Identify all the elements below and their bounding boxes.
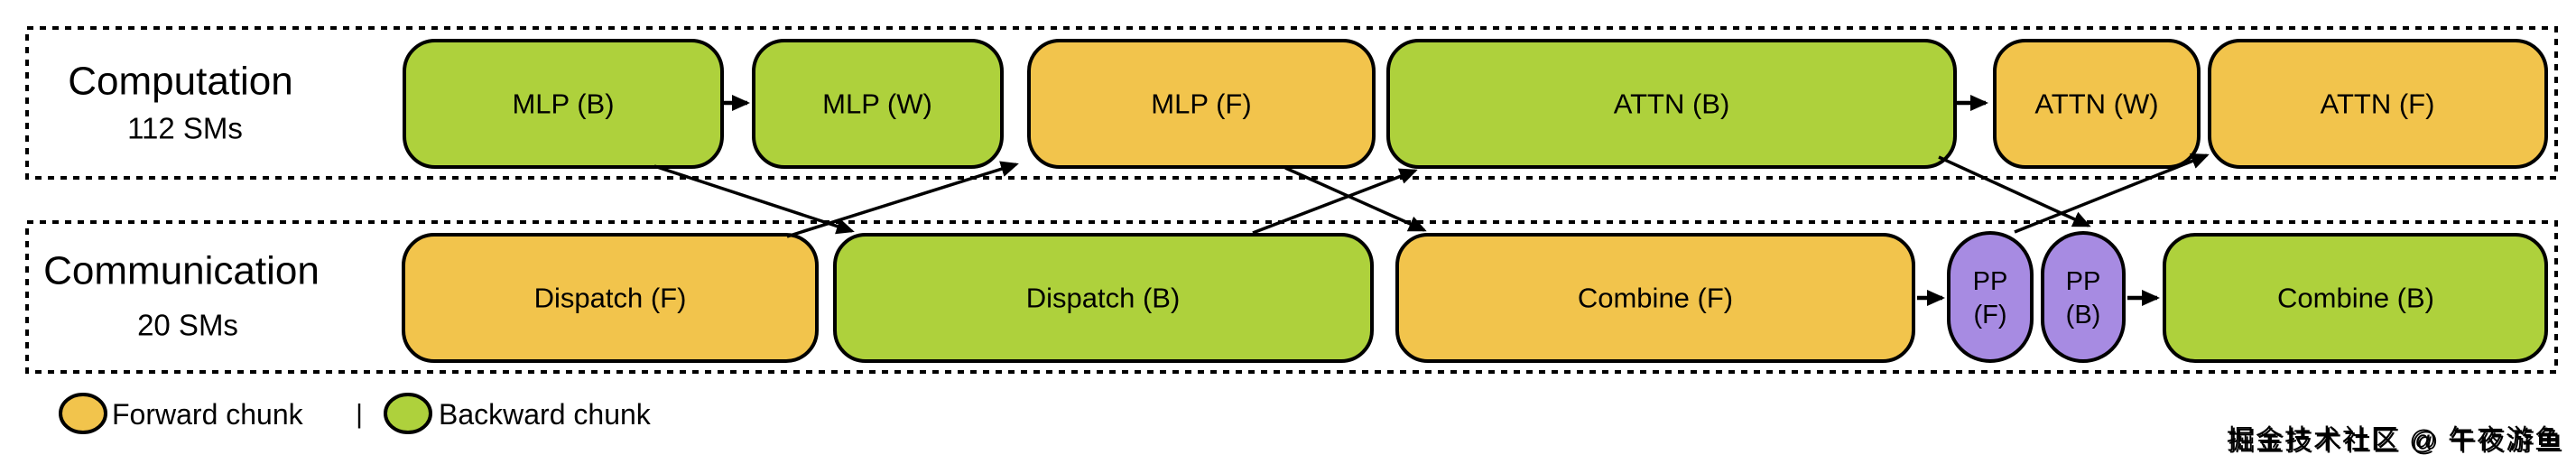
box-combine-b-label: Combine (B)	[2277, 283, 2434, 314]
box-attn-w-label: ATTN (W)	[2034, 88, 2158, 120]
arrow-dispatchb-to-attnb	[1252, 168, 1418, 235]
box-pp-b-label-line2: (B)	[2066, 301, 2101, 329]
computation-band-border	[25, 26, 2558, 180]
box-dispatch-f-label: Dispatch (F)	[534, 283, 687, 314]
arrow-ppf-to-attnf	[2014, 153, 2210, 234]
box-mlp-f: MLP (F)	[1027, 39, 1376, 169]
box-mlp-w-label: MLP (W)	[822, 88, 932, 120]
box-combine-b: Combine (B)	[2163, 233, 2548, 363]
communication-band-sms: 20 SMs	[137, 309, 238, 342]
box-pp-f-shape	[1947, 231, 2034, 363]
box-dispatch-f: Dispatch (F)	[402, 233, 819, 363]
box-attn-b: ATTN (B)	[1386, 39, 1957, 169]
legend: Forward chunk | Backward chunk	[59, 393, 652, 434]
arrow-attnb-to-ppb	[1938, 155, 2091, 227]
box-pp-f-label-line2: (F)	[1973, 301, 2006, 329]
box-dispatch-f-shape	[402, 233, 819, 363]
box-mlp-b-shape	[403, 39, 724, 169]
legend-backward-swatch	[384, 393, 432, 434]
arrow-dispatchf-to-mlpf	[786, 161, 1019, 238]
legend-forward-label: Forward chunk	[112, 398, 304, 431]
box-mlp-w: MLP (W)	[752, 39, 1004, 169]
watermark-shadow: 掘金技术社区 @ 午夜游鱼	[2229, 427, 2565, 457]
box-pp-b-label-line1: PP	[2066, 267, 2101, 296]
box-attn-w: ATTN (W)	[1993, 39, 2201, 169]
box-combine-f-label: Combine (F)	[1578, 283, 1733, 314]
box-attn-f: ATTN (F)	[2208, 39, 2548, 169]
box-dispatch-b: Dispatch (B)	[833, 233, 1374, 363]
box-combine-f: Combine (F)	[1395, 233, 1915, 363]
box-combine-b-shape	[2163, 233, 2548, 363]
box-attn-f-label: ATTN (F)	[2321, 88, 2435, 120]
box-mlp-b: MLP (B)	[403, 39, 724, 169]
arrow-mlpb-to-dispatchb	[653, 164, 855, 235]
box-pp-f: PP (F)	[1947, 231, 2034, 363]
box-dispatch-b-label: Dispatch (B)	[1026, 283, 1181, 314]
box-attn-f-shape	[2208, 39, 2548, 169]
box-mlp-b-label: MLP (B)	[512, 88, 614, 120]
box-pp-f-label-line1: PP	[1973, 267, 2008, 296]
arrow-mlpf-to-combinef	[1284, 166, 1427, 232]
box-dispatch-b-shape	[833, 233, 1374, 363]
box-mlp-f-label: MLP (F)	[1151, 88, 1251, 120]
box-combine-f-shape	[1395, 233, 1915, 363]
legend-separator: |	[356, 400, 363, 430]
box-attn-w-shape	[1993, 39, 2201, 169]
communication-band-title: Communication	[43, 249, 320, 293]
box-mlp-w-shape	[752, 39, 1004, 169]
legend-forward-swatch	[59, 393, 107, 434]
communication-band-border	[25, 220, 2558, 374]
legend-backward-label: Backward chunk	[439, 398, 652, 431]
box-attn-b-label: ATTN (B)	[1614, 88, 1730, 120]
watermark-text: 掘金技术社区 @ 午夜游鱼	[2227, 425, 2563, 455]
box-mlp-f-shape	[1027, 39, 1376, 169]
computation-band-title: Computation	[68, 60, 292, 104]
computation-band-sms: 112 SMs	[127, 112, 243, 145]
box-pp-b: PP (B)	[2041, 231, 2126, 363]
box-pp-b-shape	[2041, 231, 2126, 363]
